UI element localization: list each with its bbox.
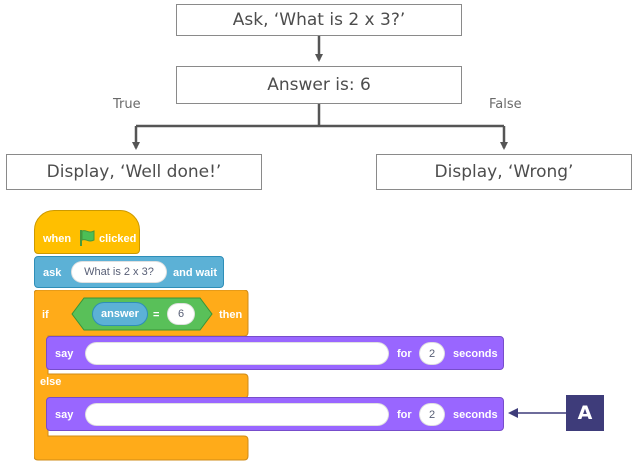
ask-question-text: What is 2 x 3? [84, 266, 154, 278]
seconds-label-false: seconds [453, 409, 498, 421]
say-message-input-false[interactable] [85, 403, 389, 426]
and-wait-label: and wait [173, 267, 218, 279]
callout-a-text: A [577, 402, 593, 424]
clicked-label: clicked [99, 233, 137, 245]
ask-and-wait-block[interactable]: ask What is 2 x 3? and wait [34, 256, 224, 288]
when-label: when [43, 233, 72, 245]
say-block-false[interactable]: say for 2 seconds [46, 397, 504, 431]
true-branch-label: True [113, 97, 141, 112]
say-label-false: say [55, 409, 74, 421]
compare-value-text: 6 [177, 308, 185, 320]
answer-variable-text: answer [101, 308, 139, 320]
else-label: else [40, 376, 62, 388]
false-outcome-text: Display, ‘Wrong’ [434, 162, 574, 182]
say-block-true[interactable]: say for 2 seconds [46, 336, 504, 370]
compare-value-input[interactable]: 6 [167, 303, 195, 325]
seconds-input-false[interactable]: 2 [419, 403, 445, 426]
answer-reporter[interactable]: answer [92, 302, 148, 326]
callout-arrow [508, 408, 566, 418]
false-branch-label: False [489, 97, 522, 112]
ask-question-input[interactable]: What is 2 x 3? [71, 261, 167, 283]
true-outcome-text: Display, ‘Well done!’ [46, 162, 222, 182]
equals-operator: = [153, 309, 160, 321]
seconds-input-true[interactable]: 2 [419, 342, 445, 365]
decision-box: Answer is: 6 [176, 66, 462, 104]
when-flag-clicked-block[interactable]: when clicked [34, 210, 140, 254]
false-outcome-box: Display, ‘Wrong’ [376, 154, 632, 190]
seconds-label-true: seconds [453, 348, 498, 360]
say-label-true: say [55, 348, 74, 360]
then-label: then [219, 309, 243, 321]
decision-box-text: Answer is: 6 [267, 75, 371, 95]
for-label-true: for [397, 348, 412, 360]
seconds-value-false: 2 [428, 408, 436, 421]
flowchart-connectors [132, 36, 508, 150]
green-flag-icon[interactable] [78, 229, 96, 247]
question-box-text: Ask, ‘What is 2 x 3?’ [232, 10, 406, 30]
say-message-input-true[interactable] [85, 342, 389, 365]
ask-label: ask [43, 267, 62, 279]
callout-a-label: A [566, 395, 604, 431]
if-label: if [42, 309, 49, 321]
question-box: Ask, ‘What is 2 x 3?’ [176, 4, 462, 36]
true-outcome-box: Display, ‘Well done!’ [6, 154, 262, 190]
seconds-value-true: 2 [428, 347, 436, 360]
for-label-false: for [397, 409, 412, 421]
